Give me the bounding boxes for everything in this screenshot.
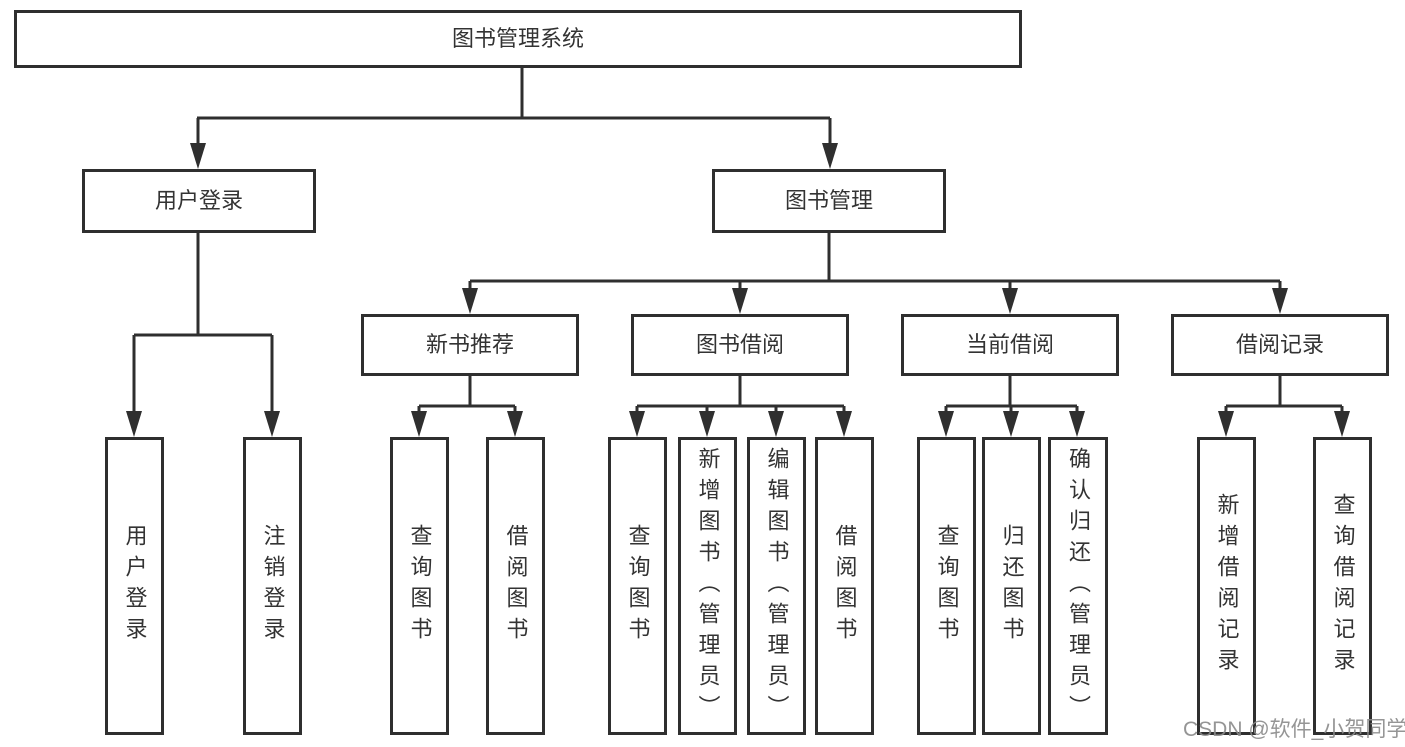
leaf-confirm-return-admin: 确认归还（管理员） [1048, 437, 1108, 735]
leaf-add-book-admin: 新增图书（管理员） [678, 437, 737, 735]
leaf-query-books-2-label: 查询图书 [625, 524, 651, 648]
leaf-logout-label: 注销登录 [260, 524, 286, 648]
leaf-query-borrow-record-label: 查询借阅记录 [1330, 493, 1356, 679]
leaf-edit-book-admin: 编辑图书（管理员） [747, 437, 806, 735]
leaf-confirm-return-admin-label: 确认归还（管理员） [1066, 446, 1091, 726]
leaf-query-books-2: 查询图书 [608, 437, 667, 735]
leaf-return-books: 归还图书 [982, 437, 1041, 735]
leaf-borrow-books-2-label: 借阅图书 [832, 524, 858, 648]
leaf-return-books-label: 归还图书 [999, 524, 1025, 648]
node-user-login: 用户登录 [82, 169, 316, 233]
leaf-edit-book-admin-label: 编辑图书（管理员） [764, 446, 790, 726]
node-current-borrowing: 当前借阅 [901, 314, 1119, 376]
leaf-query-books-3: 查询图书 [917, 437, 976, 735]
node-book-management-label: 图书管理 [784, 188, 873, 213]
leaf-add-book-admin-label: 新增图书（管理员） [695, 446, 721, 726]
node-book-management: 图书管理 [712, 169, 946, 233]
node-library-system: 图书管理系统 [14, 10, 1022, 68]
node-borrowing-records: 借阅记录 [1171, 314, 1389, 376]
node-current-borrowing-label: 当前借阅 [965, 332, 1054, 357]
leaf-add-borrow-record: 新增借阅记录 [1197, 437, 1256, 735]
node-book-borrowing: 图书借阅 [631, 314, 849, 376]
leaf-query-borrow-record: 查询借阅记录 [1313, 437, 1372, 735]
csdn-watermark: CSDN @软件_小贺同学 [1183, 718, 1405, 741]
leaf-query-books-3-label: 查询图书 [934, 524, 960, 648]
node-borrowing-records-label: 借阅记录 [1235, 332, 1324, 357]
node-library-system-label: 图书管理系统 [451, 26, 584, 51]
node-new-book-recommend: 新书推荐 [361, 314, 579, 376]
leaf-query-books-1-label: 查询图书 [407, 524, 433, 648]
arrowheads [126, 143, 1350, 437]
leaf-user-login: 用户登录 [105, 437, 164, 735]
leaf-user-login-label: 用户登录 [122, 524, 148, 648]
leaf-add-borrow-record-label: 新增借阅记录 [1214, 493, 1240, 679]
leaf-borrow-books-1-label: 借阅图书 [503, 524, 529, 648]
leaf-logout: 注销登录 [243, 437, 302, 735]
leaf-borrow-books-1: 借阅图书 [486, 437, 545, 735]
node-user-login-label: 用户登录 [154, 188, 243, 213]
node-new-book-recommend-label: 新书推荐 [425, 332, 514, 357]
leaf-query-books-1: 查询图书 [390, 437, 449, 735]
node-book-borrowing-label: 图书借阅 [695, 332, 784, 357]
leaf-borrow-books-2: 借阅图书 [815, 437, 874, 735]
